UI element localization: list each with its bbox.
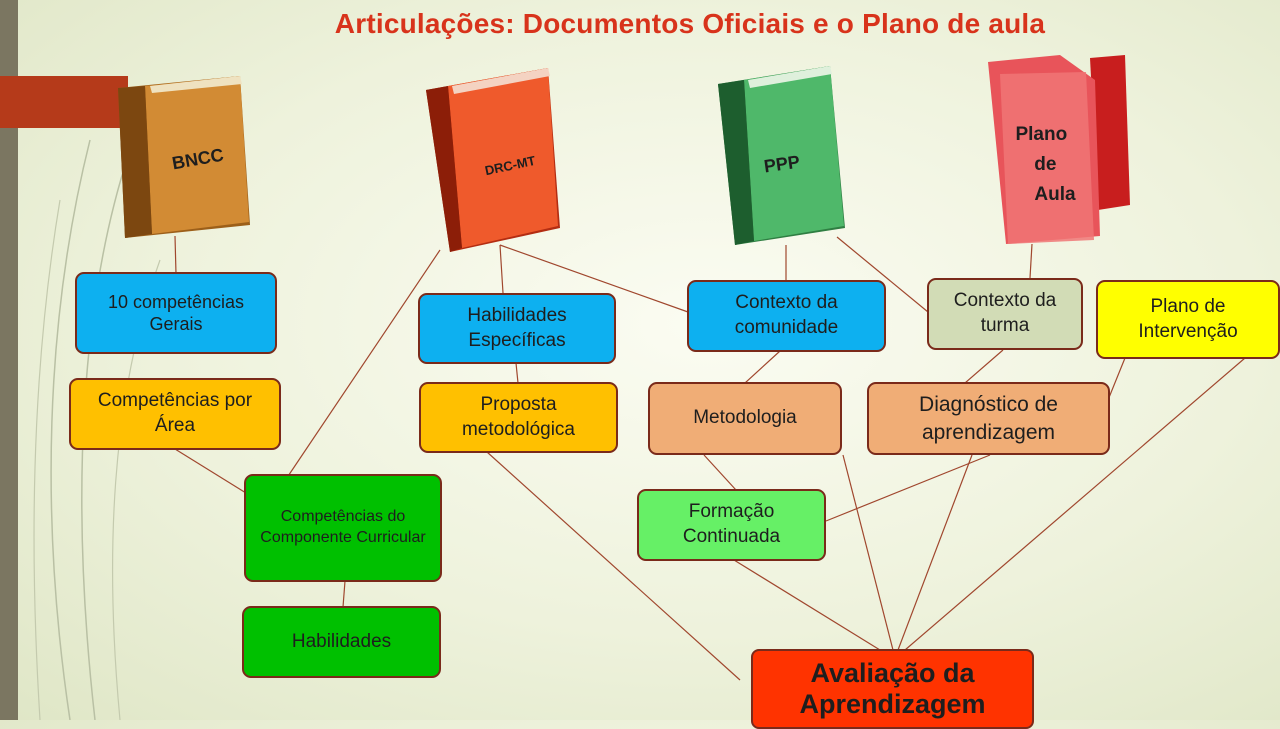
plano-label-line-2: de	[1034, 154, 1056, 175]
node-contexto-comunidade: Contexto da comunidade	[687, 280, 886, 352]
node-formacao-continuada: Formação Continuada	[637, 489, 826, 561]
page-title: Articulações: Documentos Oficiais e o Pl…	[334, 8, 1046, 39]
node-competencias-area: Competências por Área	[69, 378, 281, 450]
line-intervencao-avaliacao	[904, 357, 1246, 651]
plano-folder-icon: Plano de Aula	[988, 55, 1130, 244]
node-habilidades-especificas: Habilidades Específicas	[418, 293, 616, 364]
node-competencias-gerais: 10 competências Gerais	[75, 272, 277, 354]
plano-label-line-3: Aula	[1034, 184, 1076, 205]
ppp-book-icon: PPP	[718, 66, 845, 245]
line-componente-habilidades	[342, 580, 346, 608]
line-metodologia-avaliacao	[842, 454, 894, 651]
drc-book-icon: DRC-MT	[426, 68, 560, 252]
left-decor-band	[0, 76, 128, 128]
line-habilidades-proposta	[515, 362, 519, 384]
node-diagnostico: Diagnóstico de aprendizagem	[867, 382, 1110, 455]
svg-text:Plano de Aula: Plano de Aula	[1015, 124, 1076, 205]
line-area-componente	[174, 448, 247, 494]
node-avaliacao-aprendizagem: Avaliação da Aprendizagem	[751, 649, 1034, 729]
line-ppp-turma	[836, 236, 929, 313]
line-drc-habilidades	[499, 244, 504, 294]
line-comunidade-metodologia	[744, 350, 781, 384]
line-proposta-avaliacao	[486, 451, 741, 681]
line-metodologia-formacao	[703, 454, 737, 491]
line-diagnostico-avaliacao	[897, 454, 973, 651]
line-drc-componente	[271, 249, 441, 501]
line-intervencao-diagnostico	[1107, 357, 1126, 401]
line-diagnostico-formacao	[825, 454, 991, 522]
left-decor-bar	[0, 0, 18, 720]
ppp-label: PPP	[763, 152, 801, 177]
line-formacao-avaliacao	[733, 559, 881, 651]
node-proposta-metodologica: Proposta metodológica	[419, 382, 618, 453]
plano-label-line-1: Plano	[1015, 124, 1067, 145]
line-bncc-gerais	[174, 235, 177, 275]
node-habilidades: Habilidades	[242, 606, 441, 678]
bncc-book-icon: BNCC	[118, 76, 250, 238]
line-turma-diagnostico	[964, 349, 1004, 384]
line-plano-turma	[1029, 243, 1033, 279]
line-drc-comunidade	[499, 244, 689, 313]
node-plano-intervencao: Plano de Intervenção	[1096, 280, 1280, 359]
node-competencias-componente: Competências do Componente Curricular	[244, 474, 442, 582]
node-contexto-turma: Contexto da turma	[927, 278, 1083, 350]
node-metodologia: Metodologia	[648, 382, 842, 455]
